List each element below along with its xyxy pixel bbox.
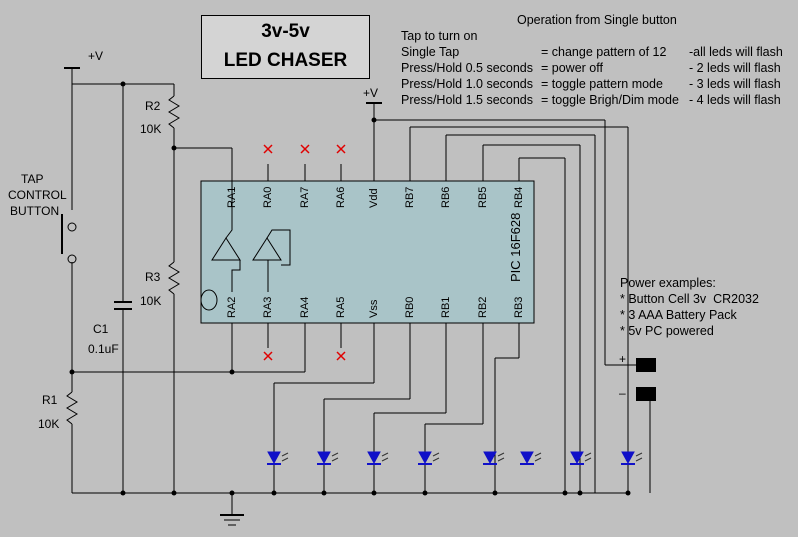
- pin-top-6: RB7: [404, 186, 416, 208]
- pin-bottom-3: RA4: [299, 296, 311, 318]
- comparator-1: [211, 196, 241, 292]
- op-row-1-result: = change pattern of 12: [541, 45, 667, 59]
- led-3: [367, 451, 389, 465]
- pin-bottom-5: Vss: [368, 299, 380, 318]
- pin-bottom-1: RA2: [226, 296, 238, 318]
- tap-label-3: BUTTON: [10, 204, 60, 218]
- r3-value: 10K: [140, 294, 162, 308]
- pin-top-5: Vdd: [368, 188, 380, 208]
- pin-top-1: RA1: [226, 186, 238, 208]
- r2-value: 10K: [140, 122, 162, 136]
- comparator-2: [252, 229, 291, 292]
- op-row-3-leds: - 3 leds will flash: [689, 77, 781, 91]
- pin-bottom-9: RB3: [513, 296, 525, 318]
- op-row-3-result: = toggle pattern mode: [541, 77, 663, 91]
- pin-bottom-2: RA3: [262, 296, 274, 318]
- pin-bottom-4: RA5: [335, 296, 347, 318]
- power-item-2: * 3 AAA Battery Pack: [620, 308, 737, 322]
- led-8: [621, 451, 643, 465]
- op-row-2-leds: - 2 leds will flash: [689, 61, 781, 75]
- pin-bottom-8: RB2: [477, 296, 489, 318]
- pin-bottom-7: RB1: [440, 296, 452, 318]
- pin-bottom-6: RB0: [404, 296, 416, 318]
- oscillator-symbol: [200, 289, 218, 311]
- pin-top-7: RB6: [440, 186, 452, 208]
- op-row-2-action: Press/Hold 0.5 seconds: [401, 61, 534, 75]
- wires: [61, 67, 651, 526]
- pin-top-2: RA0: [262, 186, 274, 208]
- led-4: [418, 451, 440, 465]
- power-item-1: * Button Cell 3v CR2032: [620, 292, 759, 306]
- battery-plus-terminal: [636, 358, 656, 372]
- button-contact-bottom: [67, 254, 77, 264]
- battery-plus-label: +: [619, 352, 627, 366]
- op-row-3-action: Press/Hold 1.0 seconds: [401, 77, 534, 91]
- battery-minus-terminal: [636, 387, 656, 401]
- c1-name: C1: [93, 322, 109, 336]
- vcc-chip-label: +V: [363, 86, 379, 100]
- junction-dots: [69, 81, 631, 496]
- power-heading: Power examples:: [620, 276, 716, 290]
- r1-value: 10K: [38, 417, 60, 431]
- pin-top-9: RB4: [513, 186, 525, 208]
- pin-top-8: RB5: [477, 186, 489, 208]
- op-row-4-leds: - 4 leds will flash: [689, 93, 781, 107]
- led-1: [267, 451, 289, 465]
- led-5: [483, 451, 505, 465]
- c1-value: 0.1uF: [88, 342, 119, 356]
- power-item-3: * 5v PC powered: [620, 324, 714, 338]
- vcc-left-label: +V: [88, 49, 104, 63]
- led-2: [317, 451, 339, 465]
- nc-markers: [263, 144, 346, 361]
- chip-name: PIC 16F628: [508, 212, 523, 282]
- led-6: [520, 451, 542, 465]
- op-row-2-result: = power off: [541, 61, 603, 75]
- operation-heading: Operation from Single button: [517, 13, 677, 27]
- title-line2: LED CHASER: [223, 50, 348, 71]
- op-row-4-result: = toggle Brigh/Dim mode: [541, 93, 679, 107]
- operation-intro: Tap to turn on: [401, 29, 478, 43]
- op-row-4-action: Press/Hold 1.5 seconds: [401, 93, 534, 107]
- pin-top-4: RA6: [335, 186, 347, 208]
- r3-name: R3: [145, 270, 161, 284]
- tap-label-1: TAP: [21, 172, 44, 186]
- op-row-1-leds: -all leds will flash: [689, 45, 783, 59]
- button-contact-top: [67, 222, 77, 232]
- led-7: [570, 451, 592, 465]
- battery-minus-label: –: [619, 386, 626, 400]
- r1-name: R1: [42, 393, 58, 407]
- title-box: 3v-5v LED CHASER: [201, 15, 370, 79]
- op-row-1-action: Single Tap: [401, 45, 460, 59]
- tap-label-2: CONTROL: [8, 188, 67, 202]
- pin-top-3: RA7: [299, 186, 311, 208]
- led-array: [267, 451, 643, 465]
- pic-chip-body: [200, 180, 535, 324]
- title-line1: 3v-5v: [261, 21, 310, 42]
- r2-name: R2: [145, 99, 161, 113]
